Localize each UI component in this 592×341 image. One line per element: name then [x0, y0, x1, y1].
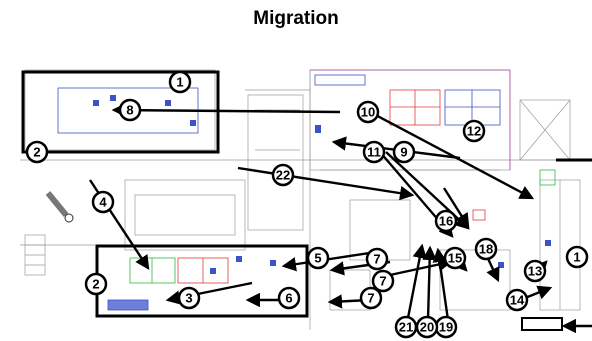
callout-1b: 1 [565, 245, 589, 269]
callout-21-label: 21 [399, 320, 413, 335]
callout-5-circle [306, 246, 330, 270]
callout-6: 6 [277, 286, 301, 310]
callout-13-label: 13 [528, 264, 542, 279]
floor-plan-background [20, 69, 592, 330]
callout-20: 20 [415, 315, 439, 339]
callout-2a-label: 2 [33, 145, 40, 160]
callout-7c-label: 7 [367, 291, 374, 306]
arrow-16 [442, 187, 470, 229]
callout-7a: 7 [365, 247, 389, 271]
callout-13-circle [523, 259, 547, 283]
highlight-frames [21, 70, 309, 318]
callout-22: 22 [271, 163, 295, 187]
callout-8-label: 8 [126, 103, 133, 118]
callout-11-circle [362, 140, 386, 164]
arrow-8 [111, 102, 341, 118]
callout-2b: 2 [84, 272, 108, 296]
callout-21-circle [394, 315, 418, 339]
callout-20-label: 20 [420, 320, 434, 335]
callout-4: 4 [91, 190, 115, 214]
arrow-20 [422, 245, 437, 321]
callout-1a-label: 1 [176, 75, 183, 90]
arrow-22 [237, 166, 415, 201]
callout-1a-circle [168, 70, 192, 94]
callout-16-label: 16 [439, 214, 453, 229]
callout-7a-circle [365, 247, 389, 271]
callout-3-circle [177, 286, 201, 310]
floor-plan-color-zones [57, 69, 556, 311]
callout-14-label: 14 [510, 293, 525, 308]
callout-1b-circle [565, 245, 589, 269]
callout-14: 14 [505, 288, 529, 312]
callout-7c-circle [359, 286, 383, 310]
diagram-title: Migration [253, 8, 339, 29]
callout-2b-label: 2 [92, 277, 99, 292]
callout-2a: 2 [25, 140, 49, 164]
callout-13: 13 [523, 259, 547, 283]
callout-7b-label: 7 [379, 274, 386, 289]
callout-9: 9 [392, 140, 416, 164]
callout-18: 18 [474, 237, 498, 261]
callout-7c: 7 [359, 286, 383, 310]
callout-1a: 1 [168, 70, 192, 94]
callout-5-label: 5 [314, 251, 321, 266]
callout-22-label: 22 [276, 168, 290, 183]
callout-10-label: 10 [361, 105, 375, 120]
callout-7b: 7 [371, 269, 395, 293]
arrow-10 [369, 110, 535, 200]
callout-19-label: 19 [439, 320, 453, 335]
callout-4-label: 4 [99, 195, 107, 210]
callout-8-circle [118, 98, 142, 122]
callout-15-circle [443, 246, 467, 270]
callout-7b-circle [371, 269, 395, 293]
callout-4-circle [91, 190, 115, 214]
callout-3: 3 [177, 286, 201, 310]
callout-15-label: 15 [448, 251, 462, 266]
callout-8: 8 [118, 98, 142, 122]
callout-19: 19 [434, 315, 458, 339]
callout-10-circle [356, 100, 380, 124]
callout-21: 21 [394, 315, 418, 339]
callout-1b-label: 1 [573, 250, 580, 265]
callout-16: 16 [434, 209, 458, 233]
callout-7a-label: 7 [373, 252, 380, 267]
callout-15: 15 [443, 246, 467, 270]
callout-9-label: 9 [400, 145, 407, 160]
decorative-post [45, 191, 74, 223]
callout-3-label: 3 [185, 291, 192, 306]
right-side-markers [521, 158, 592, 331]
callout-12-circle [462, 119, 486, 143]
callout-12: 12 [462, 119, 486, 143]
exit-marker [521, 317, 563, 331]
arrow-19 [432, 247, 450, 321]
callout-6-circle [277, 286, 301, 310]
arrow-5 [281, 250, 377, 272]
callout-2a-circle [25, 140, 49, 164]
callout-5: 5 [306, 246, 330, 270]
callout-18-circle [474, 237, 498, 261]
callout-2b-circle [84, 272, 108, 296]
callout-11: 11 [362, 140, 386, 164]
callout-11-label: 11 [367, 145, 381, 160]
callout-12-label: 12 [467, 124, 481, 139]
callout-14-circle [505, 288, 529, 312]
callout-16-circle [434, 209, 458, 233]
callout-18-label: 18 [479, 242, 493, 257]
callout-22-circle [271, 163, 295, 187]
callout-6-label: 6 [285, 291, 292, 306]
arrow-21 [406, 243, 427, 319]
callout-9-circle [392, 140, 416, 164]
callout-10: 10 [356, 100, 380, 124]
